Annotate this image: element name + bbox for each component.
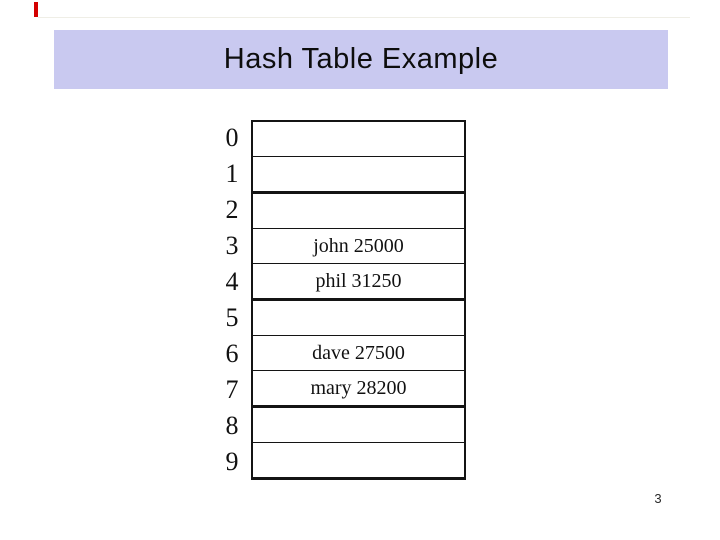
- page-number: 3: [654, 491, 662, 506]
- table-row: john 25000: [253, 228, 464, 263]
- table-row: [253, 298, 464, 335]
- hash-table-diagram: john 25000 phil 31250 dave 27500 mary 28…: [251, 120, 466, 480]
- table-row: [253, 122, 464, 156]
- table-row: phil 31250: [253, 263, 464, 298]
- bucket-index-label: 2: [225, 195, 239, 224]
- bucket-index-label: 7: [225, 375, 239, 404]
- bucket-index-label: 0: [225, 123, 239, 152]
- bucket-index-label: 1: [225, 159, 239, 188]
- title-banner: Hash Table Example: [54, 30, 668, 89]
- faint-scan-line: [38, 17, 690, 18]
- table-row: [253, 405, 464, 442]
- bucket-index-column: 0 1 2 3 4 5 6 7 8 9: [214, 120, 250, 480]
- table-row: [253, 191, 464, 228]
- table-row: [253, 156, 464, 191]
- table-row: mary 28200: [253, 370, 464, 405]
- bucket-index-label: 9: [225, 447, 239, 476]
- bucket-index-label: 6: [225, 339, 239, 368]
- slide-title: Hash Table Example: [223, 43, 499, 75]
- bucket-index-label: 3: [225, 231, 239, 260]
- bucket-index-label: 4: [225, 267, 239, 296]
- bucket-index-label: 5: [225, 303, 239, 332]
- table-row: dave 27500: [253, 335, 464, 370]
- bucket-index-label: 8: [225, 411, 239, 440]
- table-row: [253, 442, 464, 477]
- red-edge-artifact: [34, 2, 38, 17]
